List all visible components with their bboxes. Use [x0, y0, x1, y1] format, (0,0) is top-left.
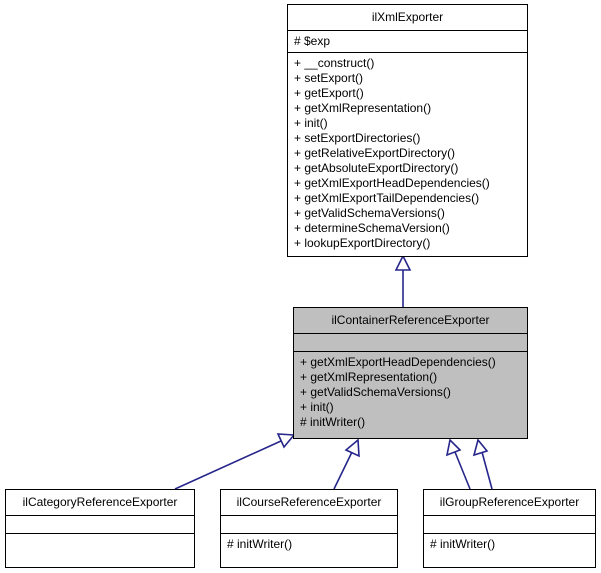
class-attributes-ilcoursereferenceexporter	[221, 516, 397, 534]
class-box-ilcategoryreferenceexporter[interactable]: ilCategoryReferenceExporter	[5, 489, 195, 568]
operation-item: # initWriter()	[300, 415, 366, 429]
edge-group-to-container-b	[472, 438, 493, 490]
operation-item: + setExportDirectories()	[294, 131, 421, 145]
class-attributes-ilcategoryreferenceexporter	[6, 516, 194, 534]
class-operations-ilgroupreferenceexporter: # initWriter()	[424, 534, 595, 567]
operation-item: + getXmlRepresentation()	[300, 370, 438, 384]
class-attributes-ilcontainerreferenceexporter	[294, 334, 527, 352]
class-operations-ilcoursereferenceexporter: # initWriter()	[221, 534, 397, 567]
edge-container-to-xmlexporter	[394, 254, 412, 307]
attribute-item: # $exp	[294, 34, 331, 48]
edge-category-to-container	[174, 433, 296, 490]
operation-item: + getXmlRepresentation()	[294, 101, 432, 115]
operation-item: + init()	[300, 400, 334, 414]
operation-item: + getXmlExportHeadDependencies()	[294, 176, 490, 190]
class-name-ilcategoryreferenceexporter: ilCategoryReferenceExporter	[6, 490, 194, 516]
class-box-ilgroupreferenceexporter[interactable]: ilGroupReferenceExporter # initWriter()	[423, 489, 596, 568]
operation-item: + getXmlExportHeadDependencies()	[300, 355, 496, 369]
operation-item: + lookupExportDirectory()	[294, 236, 431, 250]
class-attributes-ilxmlexporter: # $exp	[288, 31, 527, 53]
operation-item: + getValidSchemaVersions()	[300, 385, 451, 399]
operation-item: # initWriter()	[227, 537, 293, 551]
operation-item: + getAbsoluteExportDirectory()	[294, 161, 459, 175]
class-box-ilcoursereferenceexporter[interactable]: ilCourseReferenceExporter # initWriter()	[220, 489, 398, 568]
class-attributes-ilgroupreferenceexporter	[424, 516, 595, 534]
edge-group-to-container-a	[445, 438, 471, 490]
class-operations-ilcontainerreferenceexporter: + getXmlExportHeadDependencies() + getXm…	[294, 352, 527, 438]
operation-item: + determineSchemaVersion()	[294, 221, 450, 235]
class-operations-ilxmlexporter: + __construct() + setExport() + getExpor…	[288, 53, 527, 256]
class-box-ilcontainerreferenceexporter[interactable]: ilContainerReferenceExporter + getXmlExp…	[293, 307, 528, 439]
operation-item: + getRelativeExportDirectory()	[294, 146, 456, 160]
class-operations-ilcategoryreferenceexporter	[6, 534, 194, 567]
class-name-ilgroupreferenceexporter: ilGroupReferenceExporter	[424, 490, 595, 516]
operation-item: + __construct()	[294, 56, 375, 70]
class-box-ilxmlexporter[interactable]: ilXmlExporter # $exp + __construct() + s…	[287, 4, 528, 257]
class-name-ilcontainerreferenceexporter: ilContainerReferenceExporter	[294, 308, 527, 334]
edge-course-to-container	[333, 438, 360, 490]
operation-item: + getExport()	[294, 86, 364, 100]
operation-item: + getXmlExportTailDependencies()	[294, 191, 480, 205]
operation-item: + getValidSchemaVersions()	[294, 206, 445, 220]
operation-item: + setExport()	[294, 71, 364, 85]
operation-item: # initWriter()	[430, 537, 496, 551]
operation-item: + init()	[294, 116, 328, 130]
class-name-ilxmlexporter: ilXmlExporter	[288, 5, 527, 31]
class-name-ilcoursereferenceexporter: ilCourseReferenceExporter	[221, 490, 397, 516]
